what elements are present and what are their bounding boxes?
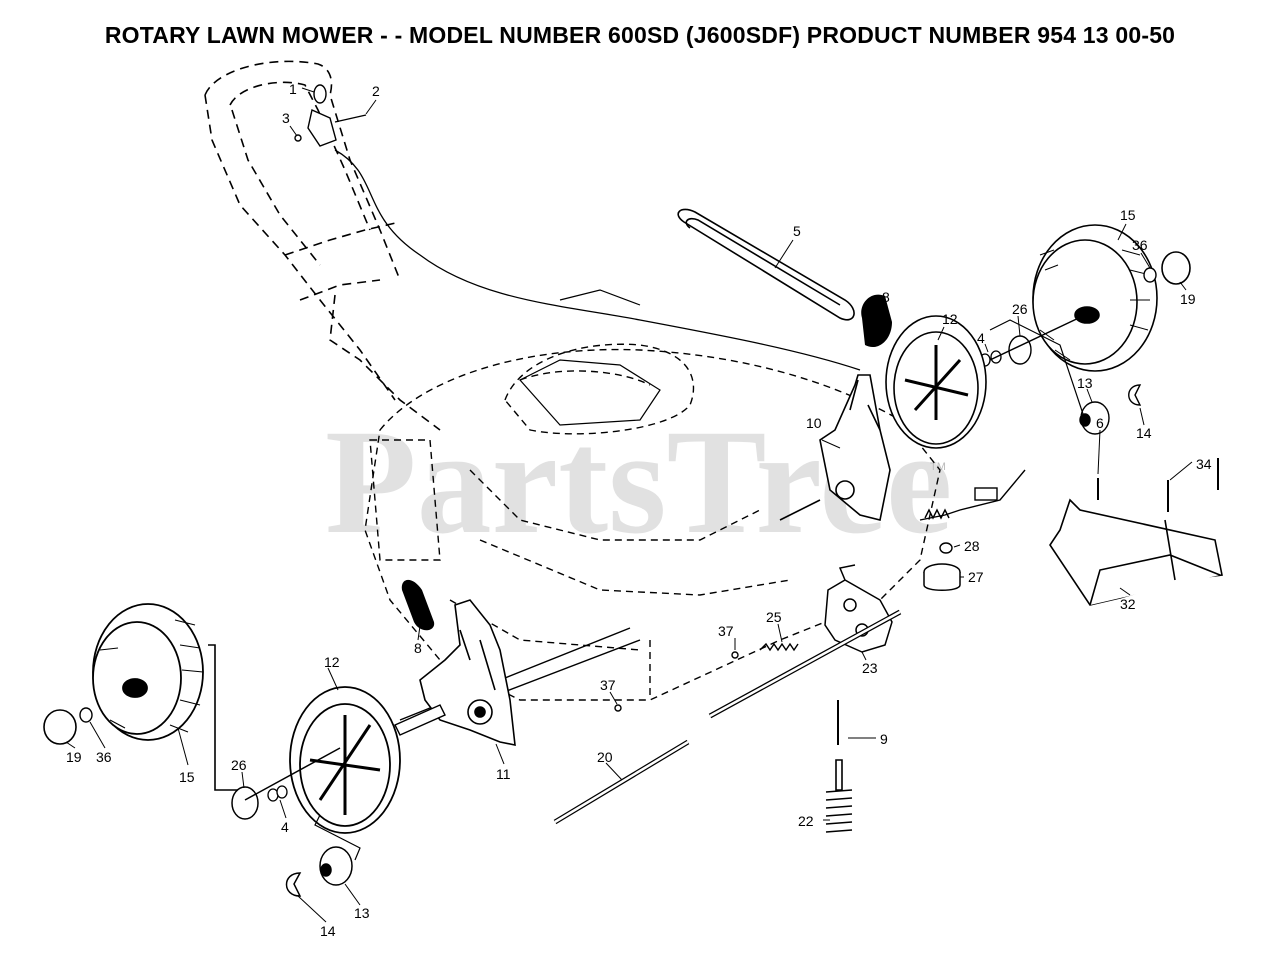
hubcap-left bbox=[43, 709, 77, 745]
wheel-cover-right bbox=[885, 315, 987, 449]
diagram-title: ROTARY LAWN MOWER - - MODEL NUMBER 600SD… bbox=[104, 22, 1176, 48]
drive-belt bbox=[677, 208, 855, 321]
nut-37-b bbox=[614, 704, 622, 712]
engine-shroud bbox=[519, 289, 661, 426]
gear-left bbox=[319, 846, 353, 886]
control-cable bbox=[334, 149, 861, 371]
callout-labels: 1 2 3 5 15 36 19 8 12 26 4 13 14 10 6 34… bbox=[66, 81, 1212, 939]
cable-spring-assembly bbox=[919, 469, 1026, 521]
callout-14-left: 14 bbox=[320, 923, 336, 939]
callout-4-right: 4 bbox=[977, 330, 985, 346]
callout-10: 10 bbox=[806, 415, 822, 431]
clip-right bbox=[1128, 384, 1142, 406]
callout-6: 6 bbox=[1096, 415, 1104, 431]
callout-4-left: 4 bbox=[281, 819, 289, 835]
callout-11: 11 bbox=[496, 766, 511, 782]
transmission-23 bbox=[824, 564, 893, 653]
callout-19-left: 19 bbox=[66, 749, 82, 765]
rear-wheel-right bbox=[1032, 224, 1158, 372]
callout-12-right: 12 bbox=[942, 311, 958, 327]
callout-15-right: 15 bbox=[1120, 207, 1136, 223]
callout-27: 27 bbox=[968, 569, 984, 585]
callout-14-right: 14 bbox=[1136, 425, 1152, 441]
callout-12-left: 12 bbox=[324, 654, 340, 670]
callout-9: 9 bbox=[880, 731, 888, 747]
height-adjuster-left bbox=[419, 599, 516, 746]
callout-25: 25 bbox=[766, 609, 782, 625]
callout-22: 22 bbox=[798, 813, 814, 829]
gear-right bbox=[1079, 401, 1110, 435]
bushing-28 bbox=[939, 542, 953, 554]
grip-8-left bbox=[401, 579, 435, 631]
front-wheel-left bbox=[92, 603, 204, 741]
spring-22 bbox=[825, 759, 853, 833]
control-lever bbox=[294, 84, 367, 147]
callout-23: 23 bbox=[862, 660, 878, 676]
clip-left bbox=[285, 872, 302, 897]
height-adjuster-right bbox=[779, 374, 891, 521]
callout-8-left: 8 bbox=[414, 640, 422, 656]
callout-8-right: 8 bbox=[882, 289, 890, 305]
callout-2: 2 bbox=[372, 83, 380, 99]
callout-26-right: 26 bbox=[1012, 301, 1028, 317]
callout-5: 5 bbox=[793, 223, 801, 239]
callout-36-left: 36 bbox=[96, 749, 112, 765]
spacer-26-left bbox=[231, 786, 259, 820]
grip-8-right bbox=[861, 294, 892, 348]
callout-34: 34 bbox=[1196, 456, 1212, 472]
callout-3: 3 bbox=[282, 110, 290, 126]
callout-28: 28 bbox=[964, 538, 980, 554]
washer-left bbox=[79, 707, 93, 723]
wheel-cover-left bbox=[289, 686, 401, 834]
hubcap-right bbox=[1161, 251, 1191, 285]
callout-32: 32 bbox=[1120, 596, 1136, 612]
callout-37-a: 37 bbox=[718, 623, 734, 639]
tread-lines-left bbox=[99, 619, 204, 733]
knob-27 bbox=[923, 563, 961, 591]
callout-20: 20 bbox=[597, 749, 613, 765]
tread-lines-right bbox=[1039, 249, 1151, 361]
washer-right bbox=[1143, 267, 1157, 283]
callout-15-left: 15 bbox=[179, 769, 195, 785]
spring-25 bbox=[759, 642, 799, 652]
callout-36-right: 36 bbox=[1132, 237, 1148, 253]
callout-13-right: 13 bbox=[1077, 375, 1093, 391]
handle-assembly bbox=[204, 60, 441, 431]
callout-1: 1 bbox=[289, 81, 297, 97]
callout-13-left: 13 bbox=[354, 905, 370, 921]
callout-37-b: 37 bbox=[600, 677, 616, 693]
callout-19-right: 19 bbox=[1180, 291, 1196, 307]
nut-37-a bbox=[731, 651, 739, 659]
callout-26-left: 26 bbox=[231, 757, 247, 773]
rear-skirt-32 bbox=[1049, 498, 1223, 606]
leader-lines bbox=[65, 87, 1193, 923]
